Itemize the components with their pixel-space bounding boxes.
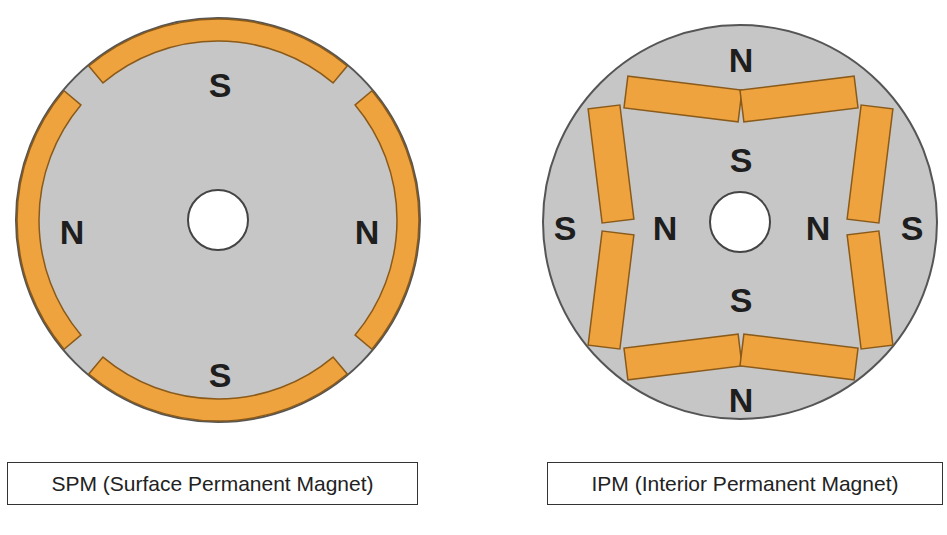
pole-label: N xyxy=(355,215,380,249)
shaft-hole xyxy=(710,192,770,252)
spm-rotor: S N N S xyxy=(13,15,423,425)
surface-magnet xyxy=(89,357,347,421)
interior-magnet xyxy=(588,105,634,223)
interior-magnet xyxy=(588,231,634,349)
interior-magnet xyxy=(624,76,742,122)
pole-label: S xyxy=(209,358,232,392)
shaft-hole xyxy=(188,190,248,250)
pole-label: S xyxy=(209,68,232,102)
pole-label: N xyxy=(60,215,85,249)
pole-label: S xyxy=(901,211,924,245)
rotor-drawing xyxy=(540,22,940,422)
interior-magnet xyxy=(847,231,893,349)
interior-magnet xyxy=(740,334,858,380)
pole-label: N xyxy=(729,383,754,417)
pole-label: S xyxy=(730,143,753,177)
pole-label: N xyxy=(729,43,754,77)
interior-magnet xyxy=(740,76,858,122)
caption-text: SPM (Surface Permanent Magnet) xyxy=(51,472,373,496)
caption-box: SPM (Surface Permanent Magnet) xyxy=(7,462,418,505)
interior-magnet xyxy=(847,105,893,223)
surface-magnet xyxy=(355,91,419,349)
pole-label: N xyxy=(653,211,678,245)
ipm-rotor: N S S N N S S N xyxy=(540,22,940,422)
pole-label: S xyxy=(554,211,577,245)
rotor-core xyxy=(16,18,420,422)
rotor-core xyxy=(543,25,937,419)
caption-box: IPM (Interior Permanent Magnet) xyxy=(547,462,943,505)
pole-label: S xyxy=(730,283,753,317)
caption-text: IPM (Interior Permanent Magnet) xyxy=(592,472,899,496)
interior-magnet xyxy=(624,334,742,380)
pole-label: N xyxy=(806,211,831,245)
